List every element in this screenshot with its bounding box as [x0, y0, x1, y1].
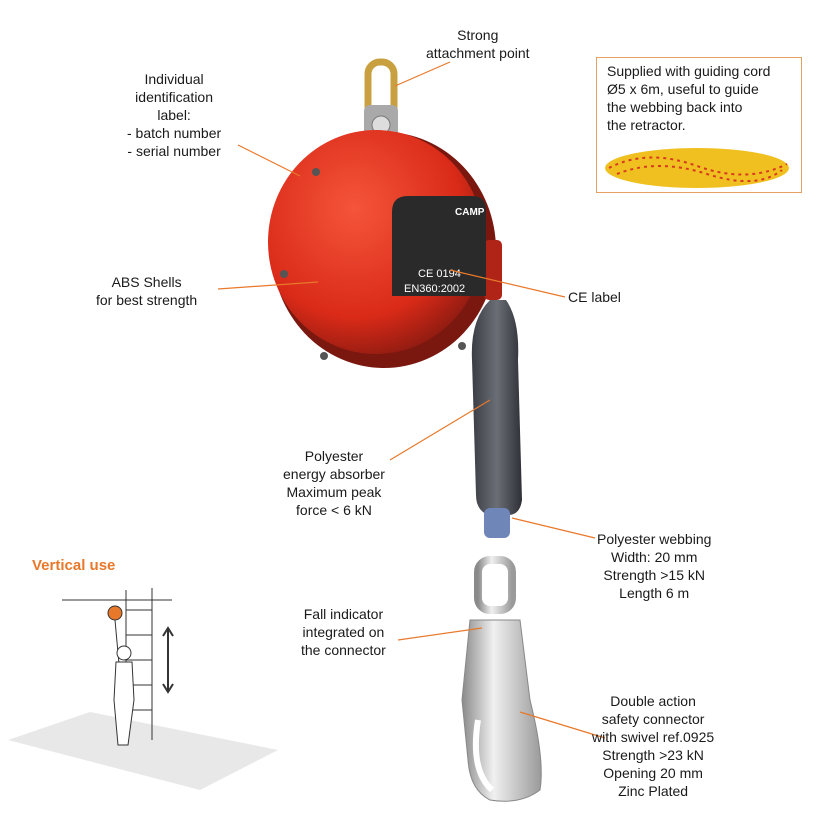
callout-line: Opening 20 mm	[603, 765, 703, 781]
safety-connector	[461, 556, 542, 802]
cord-text-line: Supplied with guiding cord	[607, 63, 771, 79]
vertical-use-illustration	[8, 588, 278, 790]
callout-line: Polyester	[304, 448, 364, 464]
callout-line: for best strength	[96, 292, 198, 308]
norm-text: EN360:2002	[404, 283, 465, 295]
callout-line: with swivel ref.0925	[592, 729, 715, 745]
callout-line: Double action	[610, 693, 696, 709]
callout-line: Width: 20 mm	[611, 549, 698, 565]
brand-text: CAMP	[455, 207, 485, 218]
guiding-cord-text: Supplied with guiding cord Ø5 x 6m, usef…	[607, 62, 770, 134]
ce-label-plate	[392, 196, 486, 296]
webbing-end	[484, 508, 510, 538]
callout-fall-indicator: Fall indicator integrated on the connect…	[301, 605, 386, 659]
callout-line: Strength >15 kN	[603, 567, 705, 583]
callout-line: Length 6 m	[619, 585, 690, 601]
callout-line: - serial number	[127, 143, 221, 159]
callout-line: attachment point	[426, 45, 530, 61]
callout-energy-absorber: Polyester energy absorber Maximum peak f…	[283, 447, 385, 519]
callout-line: CE label	[568, 289, 621, 305]
callout-line: Zinc Plated	[618, 783, 689, 799]
guiding-cord-box: Supplied with guiding cord Ø5 x 6m, usef…	[596, 57, 802, 193]
guiding-cord-image	[605, 148, 789, 188]
callout-webbing: Polyester webbing Width: 20 mm Strength …	[597, 530, 711, 602]
callout-line: label:	[157, 107, 191, 123]
callout-line: identification	[135, 89, 213, 105]
callout-line: Strength >23 kN	[602, 747, 704, 763]
callout-line: Polyester webbing	[597, 531, 712, 547]
callout-line: Fall indicator	[303, 606, 384, 622]
callout-identification-label: Individual identification label: - batch…	[127, 70, 221, 160]
vertical-use-title: Vertical use	[32, 557, 116, 574]
callout-abs-shells: ABS Shells for best strength	[96, 273, 197, 309]
callout-line: the connector	[301, 642, 386, 658]
callout-line: Individual	[144, 71, 204, 87]
callout-ce-label: CE label	[568, 288, 621, 306]
ce-mark: CE 0194	[418, 268, 461, 280]
callout-line: Maximum peak	[286, 484, 382, 500]
callout-line: safety connector	[601, 711, 705, 727]
retractor-housing: CAMP CE 0194 EN360:2002	[268, 130, 502, 368]
callout-line: integrated on	[302, 624, 385, 640]
callout-line: ABS Shells	[111, 274, 182, 290]
callout-attachment-point: Strong attachment point	[426, 26, 530, 62]
energy-absorber	[471, 300, 522, 515]
callout-line: - batch number	[127, 125, 222, 141]
cord-text-line: the webbing back into	[607, 99, 743, 115]
callout-line: energy absorber	[283, 466, 385, 482]
callout-connector: Double action safety connector with swiv…	[592, 692, 714, 800]
leader-lines	[217, 61, 606, 739]
cord-text-line: the retractor.	[607, 117, 686, 133]
cord-text-line: Ø5 x 6m, useful to guide	[607, 81, 759, 97]
callout-line: Strong	[457, 27, 499, 43]
callout-line: force < 6 kN	[296, 502, 372, 518]
